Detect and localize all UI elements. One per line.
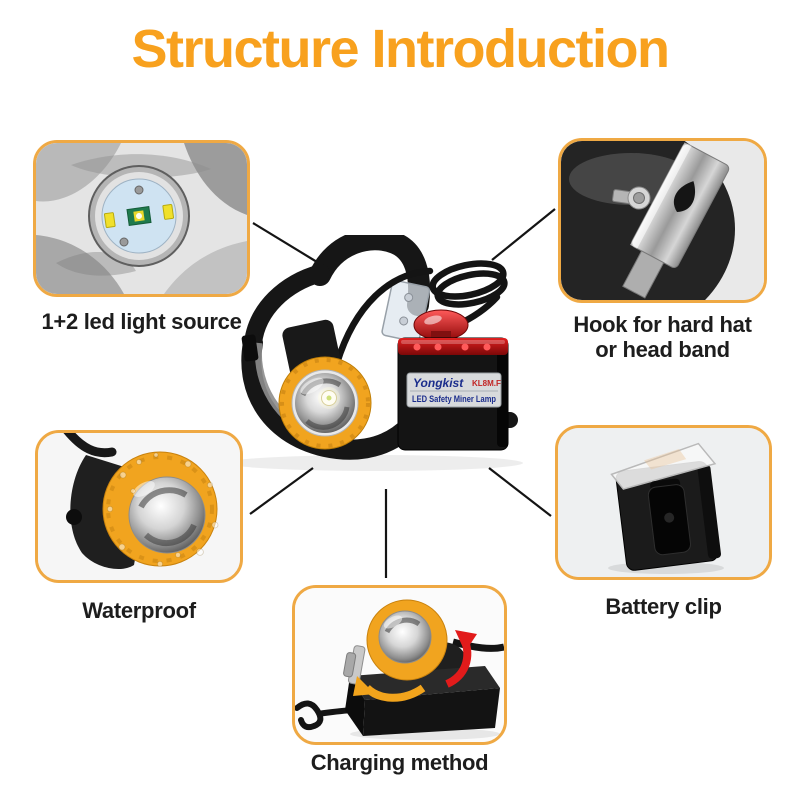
battery-clip-illustration <box>558 428 769 577</box>
metal-hook <box>622 142 730 299</box>
battery-box <box>610 442 722 571</box>
waterproof-photo <box>35 430 243 583</box>
lamp-head <box>278 319 372 450</box>
hook-closeup-photo <box>558 138 767 303</box>
charger-clip <box>343 645 366 685</box>
hook-teardrop-hole <box>673 181 696 212</box>
brand-text: Yongkist <box>413 376 464 390</box>
callout-led: 1+2 led light source <box>33 140 250 335</box>
led-closeup-photo <box>33 140 250 297</box>
headband-buckle <box>241 334 259 362</box>
callout-charging: Charging method <box>292 585 507 776</box>
waterproof-caption: Waterproof <box>82 598 196 623</box>
battery-clip-photo <box>555 425 772 580</box>
headlamp-illustration: Yongkist KL8M.F LED Safety Miner Lamp <box>227 235 523 471</box>
charging-illustration <box>295 588 504 742</box>
model-text: KL8M.F <box>472 379 501 388</box>
product-shadow <box>227 455 523 471</box>
connector-battery-clip <box>488 467 552 517</box>
product-name-text: LED Safety Miner Lamp <box>412 394 496 404</box>
led-caption: 1+2 led light source <box>41 309 242 334</box>
charging-caption: Charging method <box>310 750 489 775</box>
product-photo: Yongkist KL8M.F LED Safety Miner Lamp <box>225 235 537 475</box>
page-title: Structure Introduction <box>131 19 670 79</box>
led-closeup-illustration <box>36 143 247 294</box>
battery-red-band <box>398 338 508 355</box>
hook-caption-line1: Hook for hard hat <box>573 312 752 337</box>
hook-illustration <box>561 141 764 300</box>
charger-cable-left <box>295 700 324 731</box>
callout-battery-clip: Battery clip <box>555 425 772 620</box>
led-chips <box>103 203 175 229</box>
hook-caption-line2: or head band <box>595 336 730 362</box>
clear-top-cap <box>610 442 717 490</box>
charging-photo <box>292 585 507 745</box>
hook-caption: Hook for hard hat or head band <box>548 312 778 362</box>
battery-label <box>406 372 502 408</box>
water-droplets <box>107 452 219 567</box>
battery-pack: Yongkist KL8M.F LED Safety Miner Lamp <box>397 309 509 451</box>
battery-clip-caption: Battery clip <box>605 594 722 619</box>
callout-waterproof: Waterproof <box>35 430 243 624</box>
lamp-cable-right <box>452 638 504 652</box>
waterproof-illustration <box>38 433 240 580</box>
callout-hook: Hook for hard hat or head band <box>558 138 767 362</box>
lamp-cable <box>63 433 117 458</box>
